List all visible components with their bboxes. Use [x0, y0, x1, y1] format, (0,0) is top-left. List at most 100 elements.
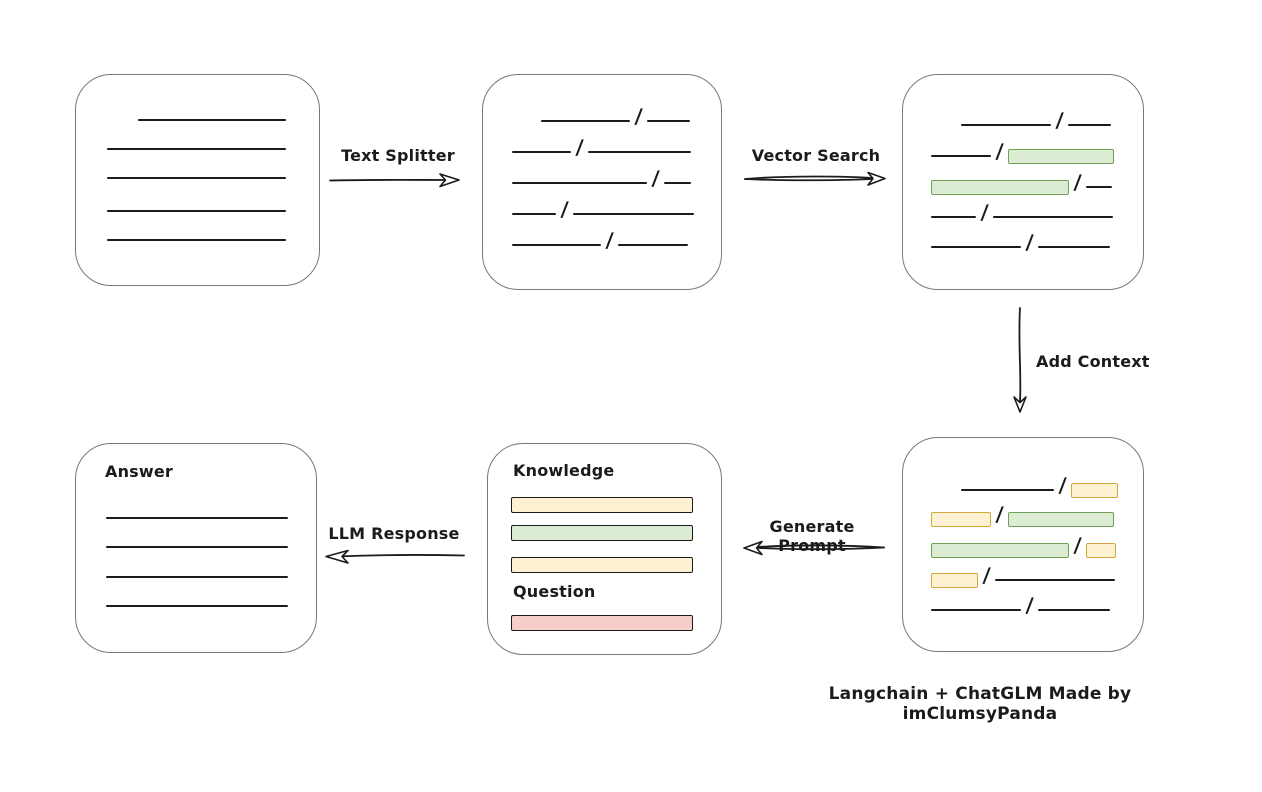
text-splitter-label: Text Splitter [341, 146, 455, 165]
text-line [588, 151, 692, 153]
slash-separator: / [560, 197, 570, 221]
text-line [931, 609, 1021, 611]
answer-heading: Answer [105, 462, 174, 481]
document-row [107, 130, 286, 150]
text-line [573, 213, 695, 215]
yellow-highlight-chunk [1086, 543, 1117, 558]
retrieved-row: / [931, 228, 1111, 254]
text-line [512, 244, 601, 246]
answer-row [106, 587, 288, 607]
answer-row [106, 499, 288, 519]
slash-separator: / [575, 135, 585, 159]
slash-separator: / [980, 200, 990, 224]
slash-separator: / [982, 563, 992, 587]
context-row: / [931, 500, 1115, 527]
retrieved-row: / [931, 198, 1114, 224]
text-line [107, 239, 286, 241]
slash-separator: / [1055, 108, 1065, 132]
slash-separator: / [995, 139, 1005, 163]
document-box [75, 74, 320, 286]
slash-separator: / [995, 502, 1005, 526]
text-line [931, 246, 1021, 248]
llm-response-arrow [325, 549, 465, 564]
text-splitter-arrow [329, 173, 460, 188]
context-row: / [931, 531, 1117, 558]
green-highlight-chunk [1008, 512, 1115, 527]
text-line [1038, 609, 1111, 611]
text-line [1086, 186, 1113, 188]
text-line [106, 546, 288, 548]
text-line [931, 216, 976, 218]
slash-separator: / [1073, 533, 1083, 557]
retrieved-row: / [931, 137, 1115, 164]
caption: Langchain + ChatGLM Made by imClumsyPand… [828, 684, 1132, 724]
slash-separator: / [634, 104, 644, 128]
text-line [664, 182, 692, 184]
text-line [107, 148, 286, 150]
text-line [993, 216, 1114, 218]
slash-separator: / [1025, 593, 1035, 617]
yellow-highlight-chunk [931, 512, 991, 527]
slash-separator: / [1073, 170, 1083, 194]
document-row [138, 101, 286, 121]
text-line [512, 213, 556, 215]
document-row [107, 159, 286, 179]
chunks-row: / [512, 133, 692, 159]
knowledge-chunk-bar-2 [511, 525, 693, 541]
document-row [107, 192, 286, 212]
vector-search-arrow [744, 171, 886, 186]
slash-separator: / [651, 166, 661, 190]
retrieved-row: / [931, 168, 1113, 195]
slash-separator: / [1058, 473, 1068, 497]
text-line [961, 124, 1051, 126]
context-chunks-box: / / / / / [902, 437, 1144, 652]
answer-row [106, 558, 288, 578]
chunks-row: / [541, 102, 691, 128]
text-line [931, 155, 991, 157]
text-line [106, 605, 288, 607]
text-line [512, 182, 647, 184]
add-context-label: Add Context [1036, 352, 1150, 371]
document-row [107, 221, 286, 241]
text-line [961, 489, 1054, 491]
text-line [1068, 124, 1112, 126]
context-row: / [961, 471, 1119, 498]
text-line [995, 579, 1116, 581]
text-line [107, 210, 286, 212]
vector-search-result-box: / / / / / [902, 74, 1144, 290]
context-row: / [931, 591, 1111, 617]
text-line [106, 517, 288, 519]
knowledge-heading: Knowledge [513, 461, 615, 480]
prompt-box: Knowledge Question [487, 443, 722, 655]
text-line [106, 576, 288, 578]
slash-separator: / [1025, 230, 1035, 254]
split-chunks-box: / / / / / [482, 74, 722, 290]
generate-prompt-arrow [743, 540, 885, 556]
text-line [512, 151, 571, 153]
yellow-highlight-chunk [931, 573, 978, 588]
answer-box: Answer [75, 443, 317, 653]
green-highlight-chunk [931, 543, 1069, 558]
chunks-row: / [512, 226, 689, 252]
retrieved-row: / [961, 106, 1112, 132]
slash-separator: / [605, 228, 615, 252]
question-bar [511, 615, 693, 631]
knowledge-chunk-bar-3 [511, 557, 693, 573]
text-line [1038, 246, 1111, 248]
context-row: / [931, 561, 1116, 588]
question-heading: Question [513, 582, 596, 601]
answer-row [106, 528, 288, 548]
green-highlight-chunk [931, 180, 1069, 195]
vector-search-label: Vector Search [751, 146, 881, 165]
text-line [618, 244, 689, 246]
yellow-highlight-chunk [1071, 483, 1119, 498]
add-context-arrow [1013, 307, 1027, 413]
text-line [138, 119, 286, 121]
chunks-row: / [512, 164, 692, 190]
text-line [107, 177, 286, 179]
llm-response-label: LLM Response [328, 524, 460, 543]
text-line [647, 120, 691, 122]
knowledge-chunk-bar-1 [511, 497, 693, 513]
text-line [541, 120, 630, 122]
